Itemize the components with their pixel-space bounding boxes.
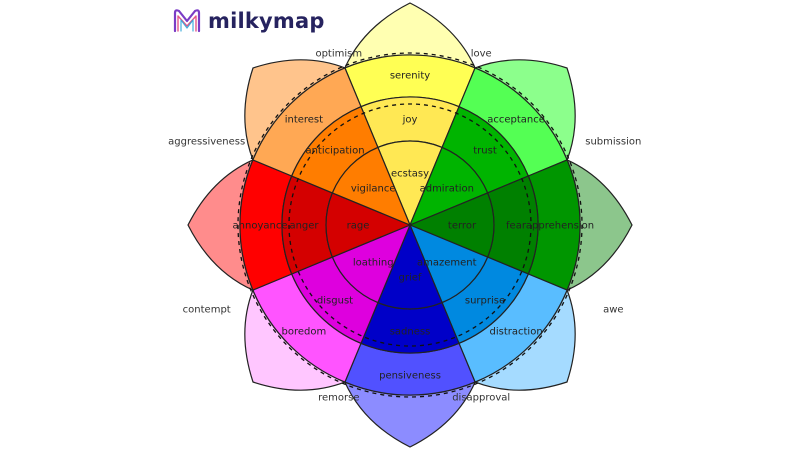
middle-ring bbox=[288, 103, 532, 347]
dyad-love: love bbox=[471, 49, 492, 60]
dyad-disapproval: disapproval bbox=[452, 392, 510, 403]
dyad-awe: awe bbox=[603, 305, 623, 316]
sadness-core-wedge bbox=[377, 223, 443, 310]
surprise-core-wedge bbox=[408, 223, 489, 304]
fear-inner-label: terror bbox=[448, 221, 477, 232]
anticipation-middle-label: anticipation bbox=[305, 146, 364, 157]
trust-inner-label: admiration bbox=[420, 184, 474, 195]
trust-middle-label: trust bbox=[473, 146, 497, 157]
joy-inner-label: ecstasy bbox=[391, 169, 429, 180]
disgust-middle-label: disgust bbox=[317, 296, 353, 307]
anger-inner-label: rage bbox=[347, 221, 370, 232]
sadness-outer-label: pensiveness bbox=[379, 371, 441, 382]
disgust-core-wedge bbox=[331, 223, 412, 304]
dyad-submission: submission bbox=[585, 136, 641, 147]
fear-middle-label: fear bbox=[506, 221, 527, 232]
trust-outer-label: acceptance bbox=[487, 114, 545, 125]
sadness-inner-label: grief bbox=[399, 273, 422, 284]
anger-outer-label: annoyance bbox=[233, 221, 288, 232]
anger-middle-label: anger bbox=[289, 221, 319, 232]
disgust-outer-label: boredom bbox=[282, 327, 327, 338]
joy-middle-label: joy bbox=[402, 115, 418, 126]
dyad-contempt: contempt bbox=[183, 305, 231, 316]
fear-outer-label: apprehension bbox=[526, 221, 594, 232]
dyad-aggressiveness: aggressiveness bbox=[168, 136, 245, 147]
trust-core-wedge bbox=[408, 146, 489, 227]
fear-core-wedge bbox=[408, 192, 495, 258]
disgust-inner-label: loathing bbox=[353, 257, 394, 268]
anticipation-outer-label: interest bbox=[285, 114, 323, 125]
joy-core-wedge bbox=[377, 140, 443, 227]
outer-ring bbox=[237, 52, 583, 398]
anticipation-core-wedge bbox=[331, 146, 412, 227]
milkymap-logo-icon bbox=[173, 9, 201, 33]
dyad-optimism: optimism bbox=[315, 49, 362, 60]
surprise-middle-label: surprise bbox=[465, 296, 505, 307]
sadness-middle-label: sadness bbox=[390, 327, 431, 338]
dyad-remorse: remorse bbox=[318, 392, 359, 403]
joy-outer-label: serenity bbox=[390, 71, 430, 82]
anticipation-inner-label: vigilance bbox=[351, 184, 396, 195]
surprise-inner-label: amazement bbox=[417, 257, 477, 268]
anger-core-wedge bbox=[325, 192, 412, 258]
surprise-outer-label: distraction bbox=[490, 327, 543, 338]
milkymap-logo: milkymap bbox=[172, 6, 325, 36]
milkymap-logo-text: milkymap bbox=[208, 9, 325, 33]
